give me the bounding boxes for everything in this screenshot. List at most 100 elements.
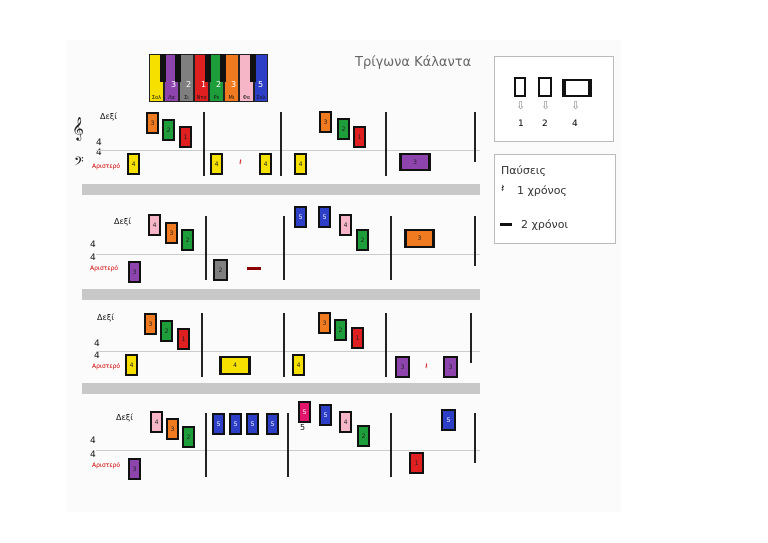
note-yellow-whole: 4: [219, 356, 251, 375]
duration-label: 2: [542, 119, 548, 129]
left-hand-label: Αριστερό: [92, 163, 121, 170]
half-rest-icon: [500, 223, 512, 226]
note-number: 3: [132, 268, 137, 276]
note-pink: 4: [339, 214, 352, 236]
arrow-down-icon: ⇩: [541, 99, 551, 112]
note-blue: 5: [294, 206, 307, 228]
rests-legend: Παύσεις 𝄽 1 χρόνος 2 χρόνοι: [494, 154, 616, 244]
key-label: Λα: [168, 95, 175, 101]
time-signature-top: 4: [90, 436, 96, 446]
note-number: 5: [250, 420, 255, 428]
note-number: 5: [270, 420, 275, 428]
note-number: 2: [218, 266, 223, 274]
note-blue: 5: [212, 413, 225, 435]
note-purple-whole: 3: [399, 153, 431, 171]
barline: [474, 216, 476, 266]
arrow-down-icon: ⇩: [571, 99, 581, 112]
key-blue: Σολ: [254, 54, 268, 102]
barline: [385, 313, 387, 377]
note-purple: 3: [395, 356, 410, 378]
note-number: 2: [166, 126, 171, 134]
black-key: [220, 54, 226, 82]
note-yellow: 4: [292, 354, 305, 376]
note-number: 2: [361, 432, 366, 440]
half-note-icon: [538, 77, 552, 97]
duration-label: 1: [518, 119, 524, 129]
rests-heading: Παύσεις: [501, 164, 546, 177]
note-number: 3: [170, 425, 175, 433]
black-key: [175, 54, 181, 82]
note-number: 5: [216, 420, 221, 428]
note-number: 1: [355, 334, 360, 342]
note-number: 1: [183, 133, 188, 141]
barline: [205, 216, 207, 280]
note-green: 2: [182, 426, 195, 448]
note-number: 3: [169, 229, 174, 237]
key-label: Ντο: [196, 95, 207, 101]
note-number: 5: [302, 408, 307, 416]
note-green: 2: [357, 425, 370, 447]
barline: [390, 413, 392, 477]
barline: [470, 313, 472, 363]
row-separator: [82, 383, 480, 394]
whole-note-icon: [562, 79, 592, 97]
note-pink: 4: [339, 411, 352, 433]
note-purple: 3: [128, 458, 141, 480]
note-number: 5: [322, 213, 327, 221]
right-hand-label: Δεξί: [116, 413, 133, 422]
right-hand-label: Δεξί: [97, 313, 114, 322]
note-red: 1: [179, 126, 192, 148]
time-signature-bottom: 4: [90, 450, 96, 460]
time-signature-top: 4: [90, 240, 96, 250]
note-number: 4: [214, 160, 219, 168]
note-number: 3: [148, 320, 153, 328]
key-label: Φα: [242, 95, 251, 101]
note-yellow: 4: [210, 153, 223, 175]
time-signature-bottom: 4: [96, 148, 102, 158]
note-number: 3: [417, 235, 422, 242]
note-number: 4: [343, 221, 348, 229]
key-number: 3: [171, 80, 177, 89]
barline: [203, 112, 205, 176]
note-yellow: 4: [294, 153, 307, 175]
note-number: 2: [164, 327, 169, 335]
note-number: 2: [185, 236, 190, 244]
key-label: Μι: [228, 95, 235, 101]
note-green: 2: [334, 319, 347, 341]
note-number: 4: [298, 160, 303, 168]
note-magenta: 5: [298, 401, 311, 423]
note-number: 3: [400, 363, 405, 371]
barline: [205, 413, 207, 477]
note-number: 4: [263, 160, 268, 168]
note-orange: 3: [146, 112, 159, 134]
note-number: 4: [233, 362, 237, 369]
note-number: 3: [448, 363, 453, 371]
quarter-note-icon: [514, 77, 526, 97]
note-orange: 3: [318, 312, 331, 334]
row-separator: [82, 184, 480, 195]
note-number: 3: [150, 119, 155, 127]
key-number: 2: [216, 80, 222, 89]
note-red: 1: [409, 452, 424, 474]
note-green: 2: [356, 229, 369, 251]
time-signature-bottom: 4: [94, 351, 100, 361]
note-number: 1: [414, 459, 419, 467]
page-title: Τρίγωνα Κάλαντα: [355, 55, 472, 70]
note-blue: 5: [318, 206, 331, 228]
left-hand-label: Αριστερό: [92, 462, 121, 469]
row-separator: [82, 289, 480, 300]
note-number: 5: [323, 411, 328, 419]
note-orange: 3: [319, 111, 332, 133]
right-hand-label: Δεξί: [114, 217, 131, 226]
right-hand-label: Δεξί: [100, 112, 117, 121]
note-orange: 3: [166, 418, 179, 440]
note-red: 1: [177, 328, 190, 350]
barline: [201, 313, 203, 377]
note-number: 3: [322, 319, 327, 327]
note-number: 5: [233, 420, 238, 428]
quarter-rest-icon: 𝄽: [239, 158, 242, 168]
left-hand-label: Αριστερό: [92, 363, 121, 370]
black-key: [160, 54, 166, 82]
quarter-rest-icon: 𝄽: [501, 182, 505, 195]
duration-label: 4: [572, 119, 578, 129]
